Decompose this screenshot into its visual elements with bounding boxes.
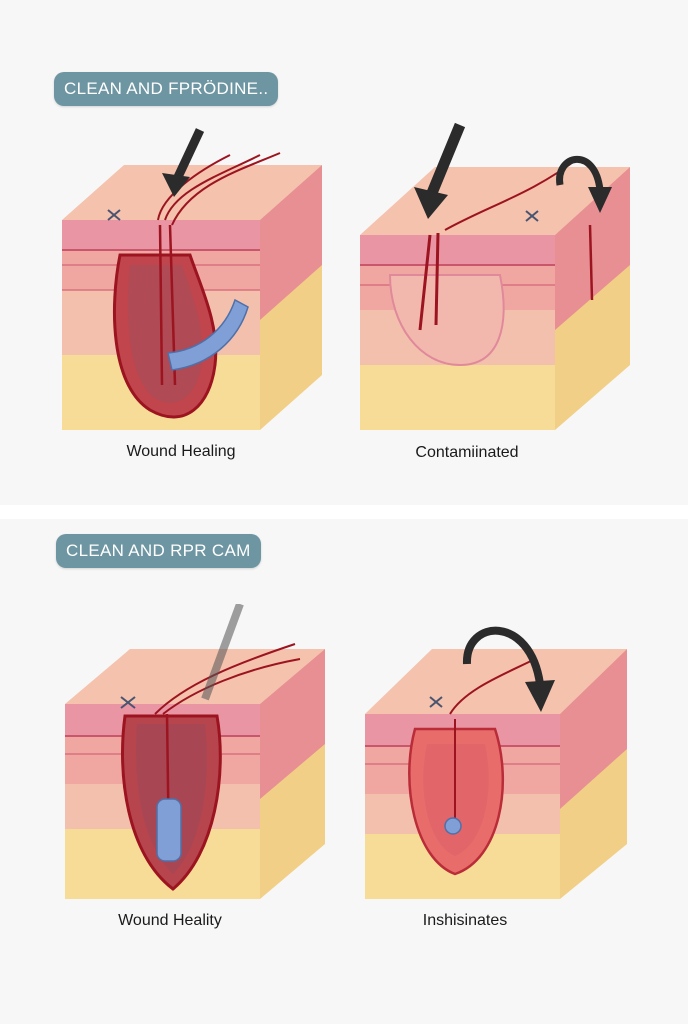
panel-divider — [0, 505, 688, 519]
cross-marker-icon — [107, 209, 121, 221]
skin-block-wound-healing — [62, 128, 322, 430]
skin-block-inshisinates — [365, 626, 627, 899]
shadow-streak — [201, 604, 244, 701]
arrow-down-icon — [162, 128, 205, 197]
header-badge: CLEAN AND RPR CAM — [56, 534, 261, 568]
implant-icon — [167, 298, 249, 371]
cross-marker-icon — [525, 210, 539, 222]
arrow-down-icon — [414, 122, 466, 219]
curved-arrow-icon — [462, 626, 555, 712]
implant-icon — [156, 798, 182, 862]
implant-icon — [444, 817, 462, 835]
skin-block-contaminated — [360, 122, 630, 430]
caption-inshisinates: Inshisinates — [422, 912, 508, 929]
bottom-panel: CLEAN AND RPR CAM Wound Heality — [0, 519, 688, 1024]
caption-wound-heality: Wound Heality — [118, 912, 222, 929]
caption-wound-healing: Wound Healing — [126, 443, 236, 460]
caption-contaminated: Contamiinated — [415, 444, 519, 461]
top-panel: CLEAN AND FPRÖDINE.. — [0, 0, 688, 505]
header-badge: CLEAN AND FPRÖDINE.. — [54, 72, 279, 106]
cross-marker-icon — [429, 696, 443, 708]
cross-marker-icon — [120, 696, 136, 709]
curved-arrow-icon — [556, 155, 612, 213]
skin-block-wound-heality — [65, 604, 325, 899]
